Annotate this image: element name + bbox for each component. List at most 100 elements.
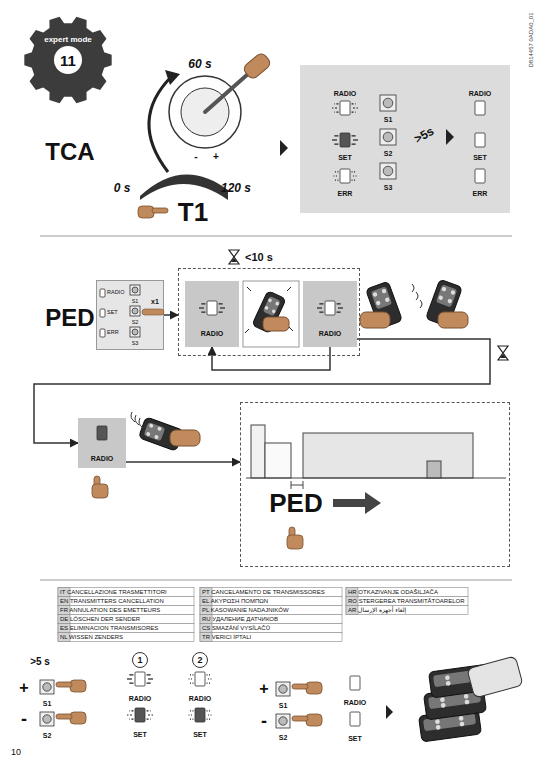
led-ray <box>129 683 133 684</box>
button-label: S1 <box>43 700 52 707</box>
thumb-fist <box>92 484 108 498</box>
led <box>475 169 485 183</box>
remote-key <box>384 297 390 303</box>
led-ray <box>148 714 153 715</box>
table-cell <box>346 597 468 606</box>
connector <box>126 461 240 463</box>
button-label: S2 <box>384 150 393 157</box>
language-title: RO STERGEREA TRANSMITĂTOARELOR <box>348 598 464 604</box>
led-ray <box>147 710 151 711</box>
led-ray <box>338 307 343 308</box>
table-cell <box>58 597 194 606</box>
led-ray <box>189 674 193 675</box>
led-ray <box>353 107 358 108</box>
gate-motor <box>427 461 441 478</box>
connector <box>164 314 178 316</box>
function-title: PED <box>45 306 94 330</box>
hand-finger <box>152 208 168 213</box>
pointing-hand <box>292 682 322 694</box>
trimmer-sign: + <box>213 152 219 162</box>
hand-fist <box>70 712 86 724</box>
language-title: PT CANCELAMENTO DE TRANSMISSORES <box>202 589 325 595</box>
control-panel: RADIOSETERRS1S2S3x1 <box>96 280 164 350</box>
table-cell <box>58 633 194 642</box>
led-ray <box>187 678 192 679</box>
led-label: RADIO <box>107 290 124 296</box>
time-value: 0 s <box>114 182 131 194</box>
led-label: ERR <box>338 190 353 197</box>
table-cell <box>58 624 194 633</box>
language-title: AR إلغاء أجهزة الإرسال <box>348 607 406 613</box>
remote-key <box>372 292 378 298</box>
time-limit: <10 s <box>245 252 273 263</box>
led-panel: RADIO <box>78 418 126 468</box>
push-button <box>130 285 140 295</box>
led-label: RADIO <box>129 695 152 702</box>
led <box>325 301 335 315</box>
led <box>475 133 485 147</box>
led <box>350 712 360 726</box>
movement-arrow <box>333 492 381 514</box>
led-ray <box>332 175 337 176</box>
button-label: S1 <box>279 702 288 709</box>
hand <box>170 430 200 446</box>
push-button-cap <box>132 308 138 314</box>
led-ray <box>147 683 151 684</box>
remote-key <box>149 423 154 428</box>
language-title: ES ELIMINACION TRANSMISORES <box>60 625 158 631</box>
led-label: SET <box>133 731 147 738</box>
language-title: IT CANCELLAZIONE TRASMETTITORI <box>60 589 167 595</box>
step-arrow <box>280 140 288 156</box>
led-ray <box>207 710 211 711</box>
push-button-cap <box>383 166 393 176</box>
led-ray <box>129 674 133 675</box>
wall <box>265 443 291 478</box>
led-label: RADIO <box>189 695 212 702</box>
led-ray <box>352 180 356 181</box>
dimension-tick <box>303 481 304 489</box>
language-title: NL WISSEN ZENDERS <box>60 634 123 640</box>
led-ray <box>207 683 211 684</box>
pointing-hand <box>292 714 322 726</box>
remote-key <box>464 699 469 704</box>
led-ray <box>189 710 193 711</box>
remote-key <box>264 306 269 311</box>
led-ray <box>127 678 132 679</box>
led-label: SET <box>338 154 352 161</box>
hand-fist <box>70 680 86 692</box>
remote-key <box>381 288 387 294</box>
push-button-cap <box>43 715 51 723</box>
connector <box>212 347 330 370</box>
function-title: TCA <box>45 140 94 164</box>
hand-fist <box>306 682 322 694</box>
radio-wave <box>139 418 143 428</box>
rotation-arrow <box>149 76 172 172</box>
led-label: RADIO <box>91 455 114 462</box>
gate-box: PED <box>240 402 510 567</box>
mode-title: PED <box>269 490 322 516</box>
flash-ray <box>287 287 291 291</box>
led <box>340 169 350 183</box>
document-code: D814457 0ADA0_01 <box>528 12 534 67</box>
led-ray <box>201 303 205 304</box>
flash-ray <box>247 287 251 291</box>
led-ray <box>334 112 338 113</box>
push-button <box>130 306 140 316</box>
remote-face <box>263 296 281 317</box>
led-ray <box>207 719 211 720</box>
push-button-cap <box>383 132 393 142</box>
remote-key <box>275 301 280 306</box>
language-title: FR ANNULATION DES EMETTEURS <box>60 607 160 613</box>
push-button-cap <box>132 287 138 293</box>
hand <box>263 317 289 331</box>
step-arrow <box>446 129 454 145</box>
led-label: RADIO <box>469 90 492 97</box>
language-title: HR OTKAZIVANJE ODAŠILJAČA <box>348 589 438 595</box>
gear-center <box>53 45 83 75</box>
hand-finger <box>142 309 164 315</box>
led-label: SET <box>473 154 487 161</box>
button-label: S2 <box>279 734 288 741</box>
table-cell <box>200 633 342 642</box>
step-number-text: 2 <box>197 656 202 665</box>
led <box>340 133 350 147</box>
